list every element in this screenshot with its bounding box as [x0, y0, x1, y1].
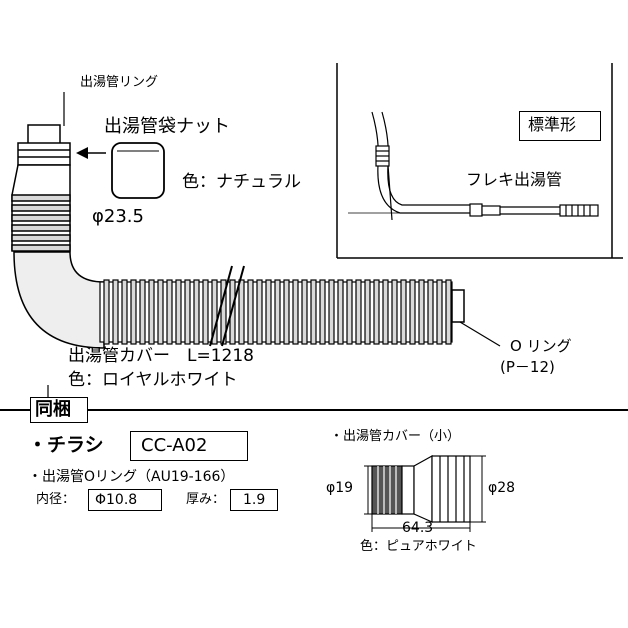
cover-rib — [202, 279, 209, 345]
cover-rib — [310, 279, 317, 345]
small-cover-length: 64.3 — [402, 520, 434, 536]
cover-rib — [265, 279, 272, 345]
cover-rib — [292, 279, 299, 345]
cover-color-label: 色：ロイヤルホワイト — [68, 370, 238, 390]
cover-rib — [346, 279, 353, 345]
cover-rib — [409, 279, 416, 345]
cover-rib — [193, 279, 200, 345]
nut-diameter-label: φ23.5 — [92, 206, 144, 227]
inner-label: 内径： — [36, 492, 76, 507]
cover-length-label: 出湯管カバー L=1218 — [68, 346, 254, 366]
thick-value-box: 1.9 — [230, 489, 278, 511]
cover-rib — [382, 279, 389, 345]
nut-arrow — [76, 147, 106, 159]
flex-pipe-drawing — [348, 111, 599, 221]
vertical-fitting — [11, 124, 71, 252]
inner-value-box: Φ10.8 — [88, 489, 162, 511]
corrugated-cover — [99, 279, 453, 345]
flyer-code-box: CC-A02 — [130, 431, 248, 461]
cover-rib — [211, 279, 218, 345]
o-ring-label: O リング — [510, 337, 572, 355]
cover-rib — [121, 279, 128, 345]
pipe-elbow — [13, 251, 105, 349]
standard-form-badge: 標準形 — [519, 111, 601, 141]
cover-rib — [238, 279, 245, 345]
cover-rib — [148, 279, 155, 345]
o-ring-code-label: (P－12) — [500, 358, 555, 376]
ring-top-label: 出湯管リング — [80, 75, 159, 90]
break-marks — [209, 265, 245, 347]
cover-rib — [355, 279, 362, 345]
small-cover-d-left: φ19 — [326, 480, 354, 496]
cover-rib — [337, 279, 344, 345]
small-cover-color: 色：ピュアホワイト — [360, 539, 477, 554]
bundle-heading-box: 同梱 — [30, 397, 88, 423]
cover-rib — [400, 279, 407, 345]
cover-rib — [229, 279, 236, 345]
inner-value: Φ10.8 — [95, 492, 138, 508]
end-fitting — [451, 289, 465, 323]
small-cover-title: ・出湯管カバー（小） — [330, 429, 461, 444]
oring-line: ・出湯管Oリング（AU19-166） — [28, 469, 235, 485]
small-cover-dimensions — [364, 455, 486, 532]
cover-rib — [130, 279, 137, 345]
cover-rib — [112, 279, 119, 345]
thick-value: 1.9 — [243, 492, 266, 508]
cover-rib — [418, 279, 425, 345]
cover-rib — [256, 279, 263, 345]
cover-rib — [391, 279, 398, 345]
small-cover-drawing — [371, 454, 471, 523]
small-cover-d-right: φ28 — [488, 480, 516, 496]
color-natural-label: 色：ナチュラル — [182, 172, 301, 192]
cover-rib — [364, 279, 371, 345]
cover-rib — [445, 279, 452, 345]
bundle-heading: 同梱 — [35, 399, 71, 420]
cover-rib — [373, 279, 380, 345]
standard-form-text: 標準形 — [528, 115, 577, 134]
cover-rib — [319, 279, 326, 345]
flyer-code: CC-A02 — [141, 435, 208, 456]
cover-rib — [427, 279, 434, 345]
cover-rib — [103, 279, 110, 345]
cover-rib — [301, 279, 308, 345]
standard-form-panel — [336, 63, 623, 259]
o-ring-leader — [459, 321, 501, 347]
flyer-label: ・チラシ — [28, 434, 104, 456]
cover-rib — [247, 279, 254, 345]
cover-rib — [139, 279, 146, 345]
cover-rib — [328, 279, 335, 345]
cover-rib — [166, 279, 173, 345]
flex-pipe-label: フレキ出湯管 — [466, 170, 563, 189]
cover-rib — [274, 279, 281, 345]
thick-label: 厚み： — [186, 492, 226, 507]
cover-rib — [175, 279, 182, 345]
cover-rib — [184, 279, 191, 345]
bag-nut-shape — [111, 142, 165, 199]
cover-rib — [283, 279, 290, 345]
bag-nut-label: 出湯管袋ナット — [104, 116, 230, 137]
cover-rib — [157, 279, 164, 345]
cover-rib — [436, 279, 443, 345]
